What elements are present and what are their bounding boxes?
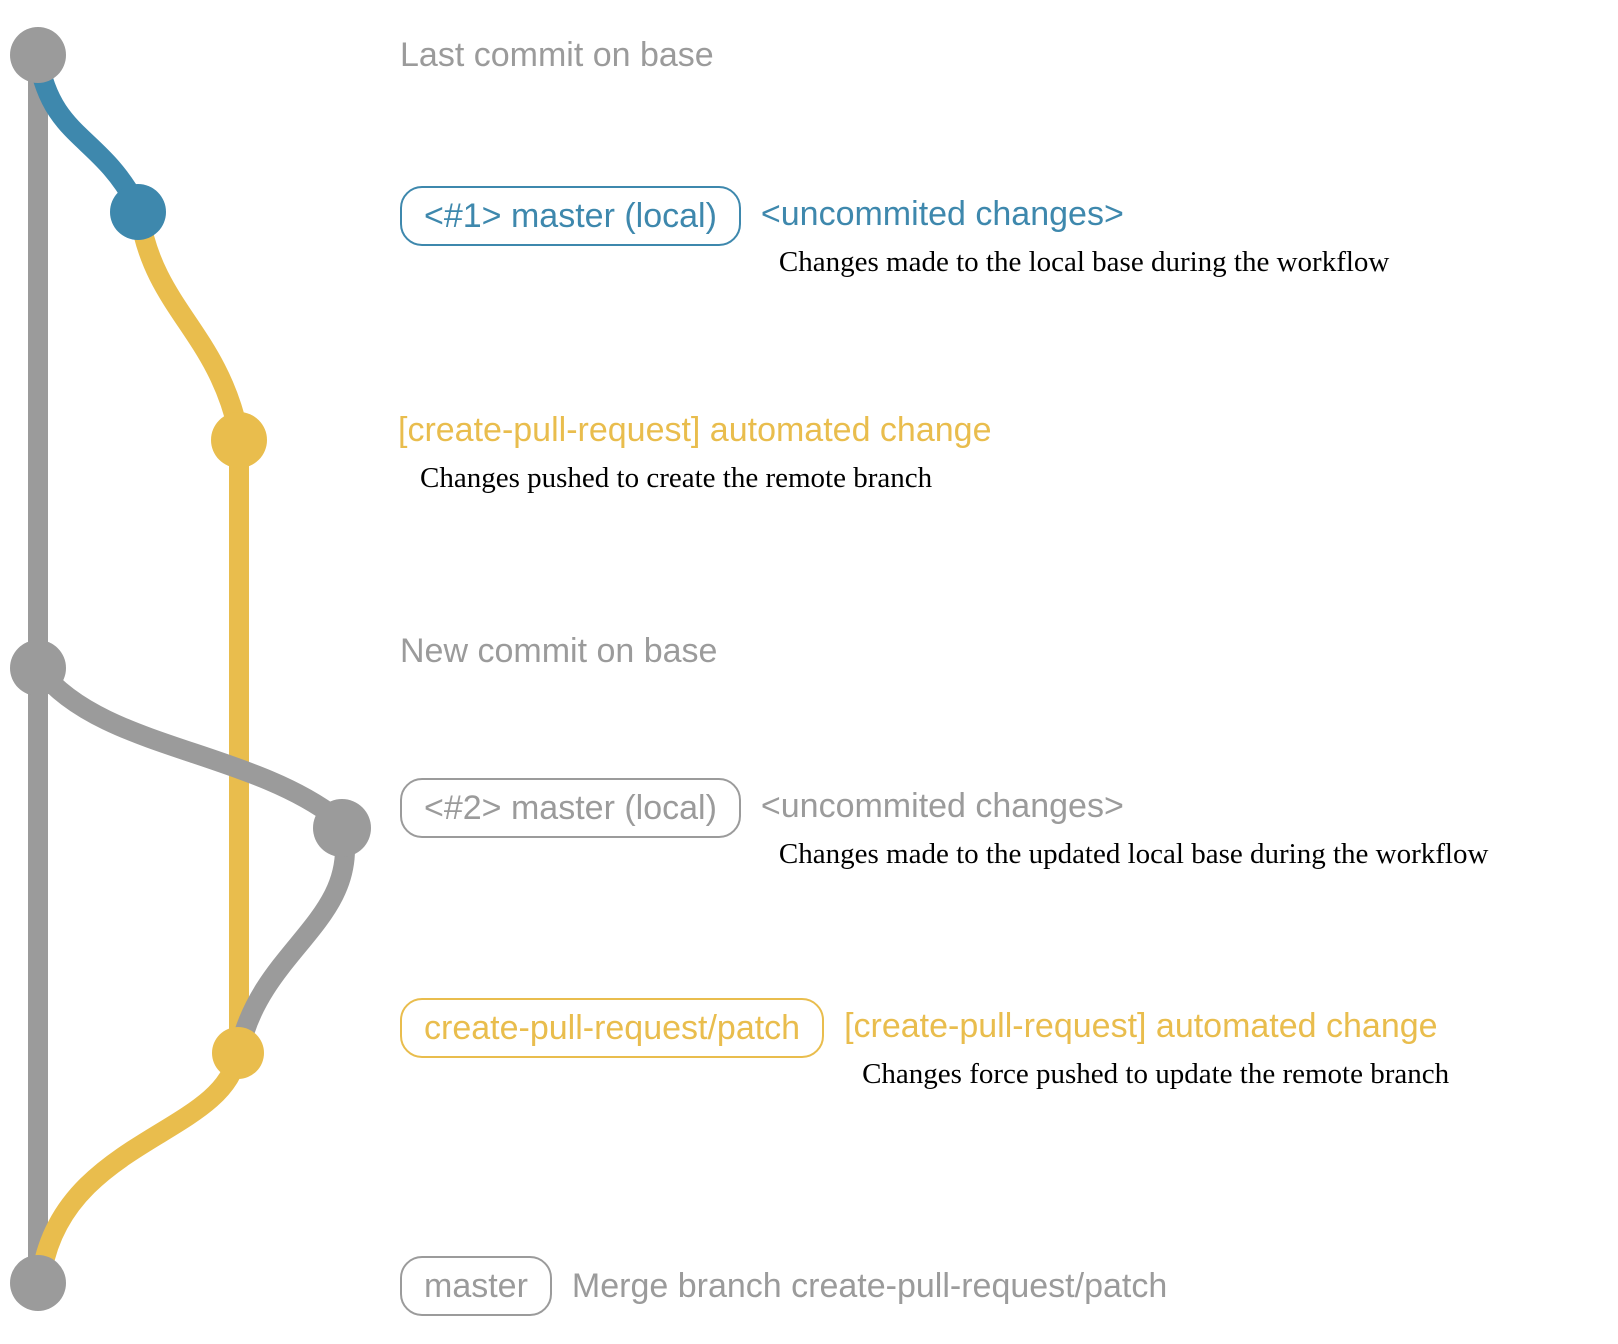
patch-branch-edge-top (130, 208, 248, 440)
patch-push-1-subject: [create-pull-request] automated change (398, 411, 992, 449)
local-master-1-text: <uncommited changes> Changes made to the… (761, 186, 1389, 279)
commit-node-patch-2 (212, 1027, 264, 1079)
commit-node-merge (10, 1255, 66, 1311)
local-master-2-text: <uncommited changes> Changes made to the… (761, 778, 1489, 871)
local-master-2-subject: <uncommited changes> (760, 787, 1124, 825)
local-master-2-badge: <#2> master (local) (400, 778, 741, 838)
local-master-2-edge-out (30, 660, 346, 828)
merge-subject: Merge branch create-pull-request/patch (571, 1267, 1168, 1305)
patch-branch-merge-edge (32, 1046, 247, 1282)
last-commit-on-base-label: Last commit on base (400, 36, 714, 74)
patch-push-2-row: create-pull-request/patch [create-pull-r… (400, 998, 1449, 1091)
local-master-1-description: Changes made to the local base during th… (778, 246, 1390, 278)
local-master-1-subject: <uncommited changes> (760, 195, 1124, 233)
commit-node-patch-1 (211, 412, 267, 468)
master-badge: master (400, 1256, 552, 1316)
patch-push-2-subject: [create-pull-request] automated change (844, 1007, 1438, 1045)
local-master-1-edge (28, 48, 145, 212)
commit-node-local-master-1 (110, 184, 166, 240)
patch-push-2-description: Changes force pushed to update the remot… (862, 1058, 1450, 1090)
new-commit-on-base-label: New commit on base (400, 632, 718, 670)
local-master-1-row: <#1> master (local) <uncommited changes>… (400, 186, 1389, 279)
local-master-2-description: Changes made to the updated local base d… (778, 838, 1489, 870)
commit-node-local-master-2 (313, 799, 371, 857)
patch-push-1-description: Changes pushed to create the remote bran… (420, 462, 933, 494)
local-master-2-row: <#2> master (local) <uncommited changes>… (400, 778, 1488, 871)
patch-push-2-text: [create-pull-request] automated change C… (844, 998, 1449, 1091)
local-master-1-badge: <#1> master (local) (400, 186, 741, 246)
local-master-2-edge-in (231, 824, 356, 1054)
commit-node-last-base (10, 27, 66, 83)
patch-branch-badge: create-pull-request/patch (400, 998, 825, 1058)
commit-node-new-base (10, 640, 66, 696)
patch-push-1-row: [create-pull-request] automated change C… (398, 410, 991, 495)
merge-row: master Merge branch create-pull-request/… (400, 1256, 1167, 1316)
